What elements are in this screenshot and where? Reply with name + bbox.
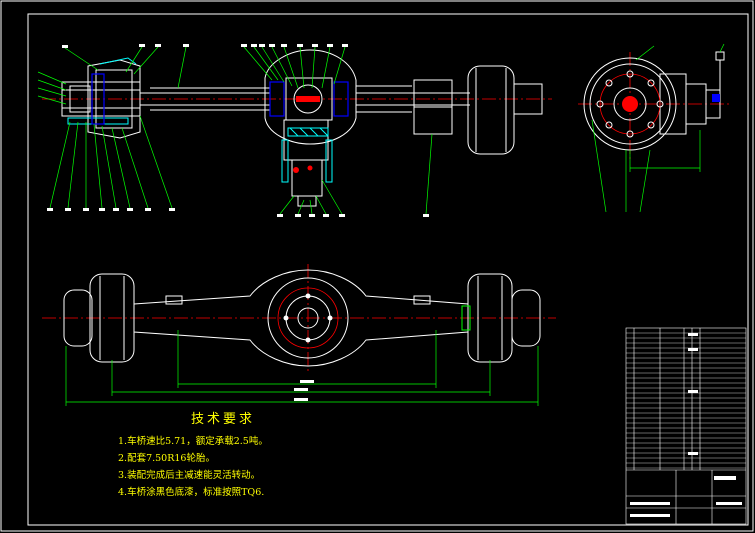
parts-list-rows [626, 332, 746, 469]
side-view [578, 43, 732, 213]
technical-requirements: 技术要求 1.车桥速比5.71，额定承载2.5吨。 2.配套7.50R16轮胎。… [118, 408, 368, 501]
tech-requirement-1: 1.车桥速比5.71，额定承载2.5吨。 [118, 436, 268, 447]
parts-list-table [625, 327, 747, 525]
section-view-top [37, 44, 552, 217]
tech-requirement-2: 2.配套7.50R16轮胎。 [118, 453, 215, 464]
tech-requirements-title: 技术要求 [190, 412, 255, 427]
tech-requirement-4: 4.车桥涂黑色底漆，标准按照TQ6. [118, 487, 265, 498]
elevation-view [42, 264, 556, 406]
tech-requirement-3: 3.装配完成后主减速能灵活转动。 [118, 470, 261, 481]
parts-list-tags [630, 333, 742, 517]
